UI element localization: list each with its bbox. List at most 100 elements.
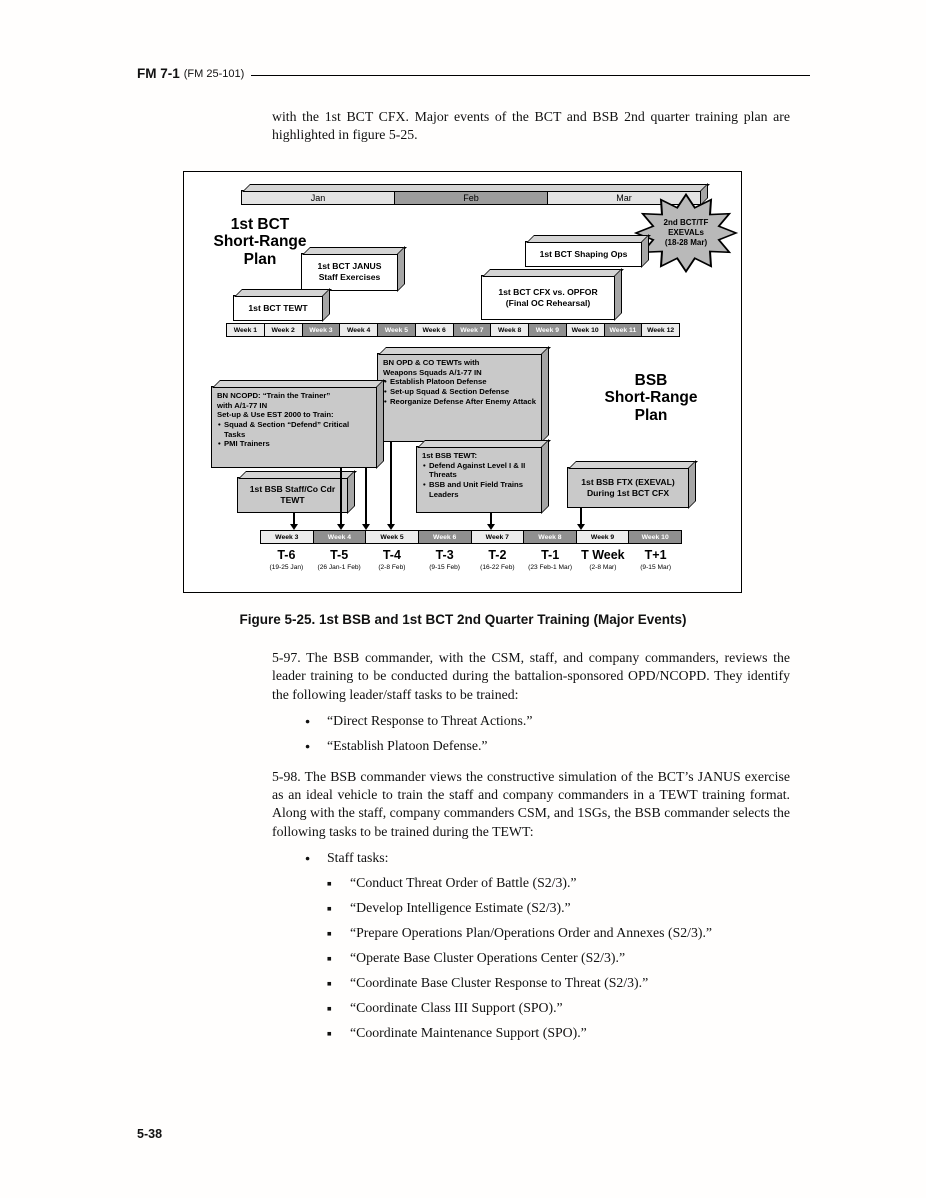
box-line: 1st BSB TEWT:: [422, 451, 478, 460]
week-cell: Week 5: [378, 324, 416, 336]
page-header: FM 7-1 (FM 25-101): [137, 66, 810, 81]
manual-number: FM 7-1: [137, 66, 180, 81]
t-week-label: T Week: [581, 548, 625, 562]
box-bullet: Defend Against Level I & II Threats: [422, 461, 537, 480]
sub-bullet-item: “Coordinate Class III Support (SPO).”: [272, 999, 790, 1017]
week-cell: Week 8: [524, 531, 577, 543]
t-week-label: T-5: [330, 548, 349, 562]
page-number: 5-38: [137, 1127, 163, 1141]
square-bullet-icon: [327, 949, 350, 967]
sub-bullet-item: “Prepare Operations Plan/Operations Orde…: [272, 924, 790, 942]
week-bar-top: Week 1 Week 2 Week 3 Week 4 Week 5 Week …: [226, 323, 680, 337]
box-bct-janus: 1st BCT JANUS Staff Exercises: [301, 253, 398, 291]
week-cell: Week 2: [264, 324, 303, 336]
square-bullet-icon: [327, 974, 350, 992]
week-cell: Week 6: [415, 324, 454, 336]
box-line: Weapons Squads A/1-77 IN: [383, 367, 482, 377]
week-cell: Week 7: [471, 531, 525, 543]
week-cell: Week 6: [418, 531, 472, 543]
t-week-cell: T-5 (26 Jan-1 Feb): [313, 548, 366, 571]
week-bar-bottom: Week 3 Week 4 Week 5 Week 6 Week 7 Week …: [260, 530, 682, 544]
t-week-dates: (9-15 Feb): [429, 563, 461, 571]
week-cell: Week 8: [491, 324, 529, 336]
box-bullet: BSB and Unit Field Trains Leaders: [422, 480, 537, 499]
t-week-dates: (2-8 Feb): [378, 563, 406, 571]
exeval-starburst-icon: 2nd BCT/TF EXEVALs (18-28 Mar): [633, 192, 739, 274]
box-bsb-tewt: 1st BSB TEWT: Defend Against Level I & I…: [416, 446, 542, 513]
sub-bullet-text: “Coordinate Class III Support (SPO).”: [350, 999, 563, 1015]
leader-task-list: “Direct Response to Threat Actions.” “Es…: [272, 712, 790, 756]
box-bullet: Reorganize Defense After Enemy Attack: [383, 397, 537, 407]
square-bullet-icon: [327, 899, 350, 917]
t-week-label: T-1: [541, 548, 560, 562]
starburst-line: 2nd BCT/TF: [663, 218, 709, 227]
bullet-item-text: “Direct Response to Threat Actions.”: [327, 713, 533, 729]
t-week-dates: (23 Feb-1 Mar): [528, 563, 573, 571]
t-week-label: T-6: [277, 548, 296, 562]
sub-bullet-item: “Coordinate Maintenance Support (SPO).”: [272, 1024, 790, 1042]
month-timeline: Jan Feb Mar: [241, 190, 701, 205]
t-week-cell: T-2 (16-22 Feb): [471, 548, 524, 571]
arrow-down-icon: [386, 442, 396, 530]
manual-reference: (FM 25-101): [183, 67, 245, 80]
t-week-label: T+1: [644, 548, 667, 562]
box-bullet: Set-up Squad & Section Defense: [383, 387, 537, 397]
t-week-dates: (16-22 Feb): [480, 563, 515, 571]
week-cell: Week 4: [313, 531, 367, 543]
arrow-down-icon: [336, 468, 346, 530]
bullet-item: “Establish Platoon Defense.”: [272, 737, 790, 755]
week-cell: Week 4: [340, 324, 378, 336]
t-week-cell: T Week (2-8 Mar): [577, 548, 630, 571]
arrow-down-icon: [486, 513, 496, 530]
t-week-cell: T-3 (9-15 Feb): [418, 548, 471, 571]
month-feb: Feb: [395, 191, 548, 204]
arrow-down-icon: [289, 513, 299, 530]
week-cell: Week 9: [529, 324, 567, 336]
t-week-label: T-4: [382, 548, 401, 562]
box-bct-cfx: 1st BCT CFX vs. OPFOR (Final OC Rehearsa…: [481, 275, 615, 320]
box-bullet: PMI Trainers: [217, 439, 372, 449]
t-week-cell: T-4 (2-8 Feb): [366, 548, 419, 571]
box-bn-ncopd: BN NCOPD: “Train the Trainer” with A/1-7…: [211, 386, 377, 468]
box-line: Set-up & Use EST 2000 to Train:: [217, 410, 334, 420]
bullet-icon: [305, 737, 327, 755]
sub-bullet-text: “Conduct Threat Order of Battle (S2/3).”: [350, 875, 577, 891]
box-line: BN OPD & CO TEWTs with: [383, 358, 480, 367]
staff-task-list: “Conduct Threat Order of Battle (S2/3).”…: [272, 874, 790, 1041]
sub-bullet-text: “Develop Intelligence Estimate (S2/3).”: [350, 900, 571, 916]
month-jan: Jan: [242, 191, 395, 204]
bullet-item: “Direct Response to Threat Actions.”: [272, 712, 790, 730]
paragraph-5-97: 5-97. The BSB commander, with the CSM, s…: [272, 650, 790, 702]
t-week-cell: T-1 (23 Feb-1 Mar): [524, 548, 577, 571]
starburst-text: 2nd BCT/TF EXEVALs (18-28 Mar): [634, 193, 738, 273]
week-cell: Week 10: [629, 531, 681, 543]
week-cell: Week 12: [642, 324, 679, 336]
square-bullet-icon: [327, 874, 350, 892]
bullet-item: Staff tasks:: [272, 849, 790, 867]
week-cell: Week 9: [576, 531, 630, 543]
bct-plan-title: 1st BCT Short-Range Plan: [213, 216, 307, 268]
arrow-down-icon: [361, 468, 371, 530]
starburst-line: EXEVALs: [668, 228, 704, 237]
t-week-label: T-2: [488, 548, 507, 562]
t-week-label: T-3: [435, 548, 454, 562]
sub-bullet-text: “Coordinate Base Cluster Response to Thr…: [350, 974, 649, 990]
sub-bullet-item: “Develop Intelligence Estimate (S2/3).”: [272, 899, 790, 917]
week-cell: Week 3: [302, 324, 341, 336]
box-bn-opd: BN OPD & CO TEWTs with Weapons Squads A/…: [377, 353, 542, 442]
sub-bullet-text: “Operate Base Cluster Operations Center …: [350, 949, 626, 965]
sub-bullet-item: “Operate Base Cluster Operations Center …: [272, 949, 790, 967]
week-cell: Week 11: [604, 324, 643, 336]
square-bullet-icon: [327, 924, 350, 942]
box-bsb-ftx: 1st BSB FTX (EXEVAL) During 1st BCT CFX: [567, 467, 689, 508]
t-week-row: T-6 (19-25 Jan) T-5 (26 Jan-1 Feb) T-4 (…: [260, 548, 682, 571]
week-cell: Week 10: [566, 324, 605, 336]
square-bullet-icon: [327, 999, 350, 1017]
box-line: BN NCOPD: “Train the Trainer”: [217, 391, 331, 400]
sub-bullet-item: “Coordinate Base Cluster Response to Thr…: [272, 974, 790, 992]
box-bullet: Squad & Section “Defend” Critical Tasks: [217, 420, 372, 439]
sub-bullet-item: “Conduct Threat Order of Battle (S2/3).”: [272, 874, 790, 892]
week-cell: Week 5: [366, 531, 419, 543]
header-rule: [251, 74, 810, 76]
